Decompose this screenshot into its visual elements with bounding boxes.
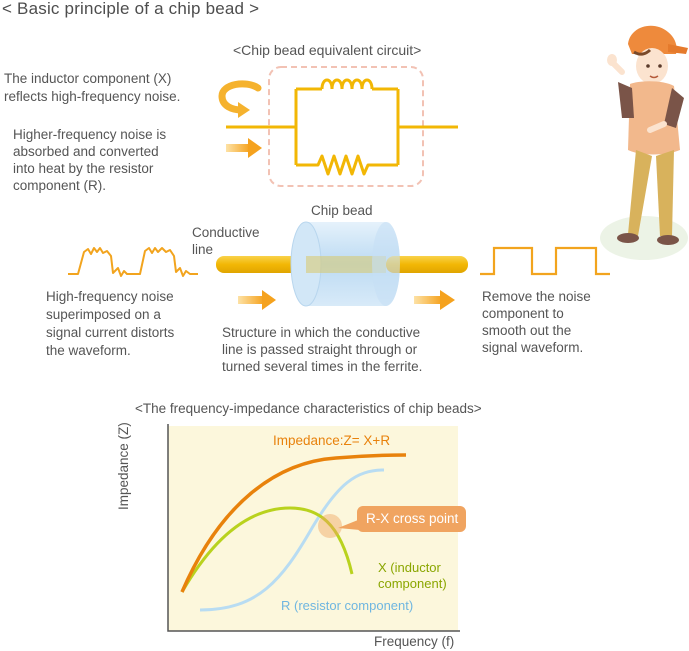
noisy-waveform [68, 247, 198, 277]
flow-arrow-right-icon [414, 290, 455, 310]
chip-bead-label: Chip bead [311, 203, 373, 218]
flow-arrow-left-icon [238, 290, 276, 310]
inductor-note: The inductor component (X) reflects high… [4, 71, 181, 104]
noise-note: High-frequency noise superimposed on a s… [46, 289, 175, 358]
conductive-line-label: Conductive line [192, 225, 260, 257]
chip-bead-structure [216, 221, 468, 307]
conductive-line-left [216, 256, 306, 273]
cross-point-marker [318, 514, 342, 538]
resistor-curve [199, 468, 385, 612]
circuit-label: <Chip bead equivalent circuit> [233, 42, 422, 58]
inductor-curve-label: X (inductor component) [378, 560, 447, 591]
graph-axes [167, 424, 460, 632]
structure-note: Structure in which the conductive line i… [222, 325, 423, 374]
equivalent-circuit [226, 66, 458, 187]
cap-icon [628, 25, 677, 54]
character-shirt [628, 81, 680, 155]
inductor-coil-symbol [320, 78, 374, 90]
graph-title: <The frequency-impedance characteristics… [135, 401, 482, 416]
resistor-curve-label: R (resistor component) [281, 598, 414, 613]
reflect-arrow-icon [218, 80, 262, 114]
remove-noise-note: Remove the noise component to smooth out… [482, 289, 591, 355]
x-axis-label: Frequency (f) [374, 634, 455, 649]
impedance-curve-label: Impedance:Z= X+R [273, 433, 391, 448]
character-illustration [600, 25, 688, 260]
inductor-curve [180, 506, 354, 593]
clean-waveform [480, 246, 610, 276]
cross-point-pointer [338, 520, 360, 530]
page-title: < Basic principle of a chip bead > [2, 0, 260, 18]
resistor-note: Higher-frequency noise is absorbed and c… [13, 127, 167, 193]
y-axis-label: Impedance (Z) [116, 422, 131, 510]
absorb-arrow-icon [226, 138, 262, 158]
cross-point-callout: R-X cross point [357, 506, 467, 532]
circuit-dashed-box [268, 66, 424, 187]
circuit-parallel-rails [294, 89, 400, 165]
resistor-zigzag-symbol [296, 154, 398, 176]
impedance-curve [180, 453, 407, 593]
conductive-line-right [386, 256, 468, 273]
